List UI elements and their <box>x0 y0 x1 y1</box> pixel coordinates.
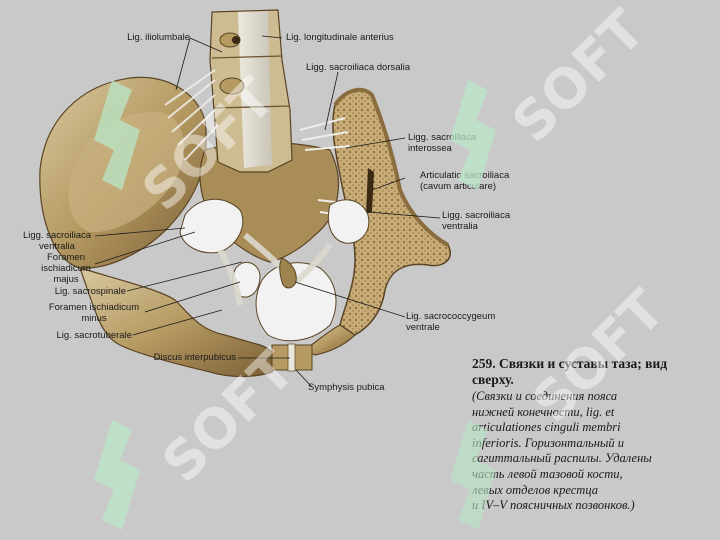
pelvic-outlet-opening <box>255 262 337 342</box>
label-lig-sacrotuberale: Lig. sacrotuberale <box>56 330 132 341</box>
discus-interpubicus-shape <box>287 343 296 372</box>
label-ligg-sacroiliaca-ventralia-right: Ligg. sacroiliaca ventralia <box>442 210 511 232</box>
watermark-logo-icon <box>450 420 496 530</box>
label-lig-iliolumbale: Lig. iliolumbale <box>127 32 190 43</box>
vertebra-divisions <box>211 55 291 109</box>
coccyx <box>279 257 297 289</box>
right-ilium-cortex <box>333 87 449 247</box>
figure-caption: 259. Связки и суставы таза; вид сверху. … <box>472 356 720 514</box>
caption-title: 259. Связки и суставы таза; вид сверху. <box>472 356 668 387</box>
leader-lines <box>94 35 441 388</box>
pelvic-inlet-right-opening <box>327 199 370 244</box>
label-foramen-ischiadicum-minus: Foramen ischiadicum minus <box>48 302 140 324</box>
watermark-logo-icon <box>450 80 496 190</box>
label-foramen-ischiadicum-majus: Foramen ischiadicum majus <box>41 252 91 285</box>
caption-body: (Связки и соединения пояса нижней конечн… <box>472 389 652 513</box>
label-lig-sacrococcygeum-ventrale: Lig. sacrococcygeum ventrale <box>406 311 496 333</box>
label-discus-interpubicus: Discus interpubicus <box>153 352 236 363</box>
label-lig-longitudinale-anterius: Lig. longitudinale anterius <box>286 32 394 43</box>
watermark-logo-icon <box>94 80 140 190</box>
label-lig-sacrospinale: Lig. sacrospinale <box>54 286 126 297</box>
foramen-ischiadicum-majus-shape <box>179 198 244 254</box>
iliolumbar-ligament-fibers <box>164 69 219 161</box>
sacroiliac-joint-cavity <box>366 168 374 214</box>
label-symphysis-pubica: Symphysis pubica <box>308 382 385 393</box>
vertebral-foramen <box>232 36 240 44</box>
label-ligg-sacroiliaca-ventralia-left: Ligg. sacroiliaca ventralia <box>22 230 92 252</box>
watermark-logo-icon <box>94 420 140 530</box>
longitudinal-ligament-strip <box>238 11 272 168</box>
label-ligg-sacroiliaca-dorsalia: Ligg. sacroiliaca dorsalia <box>306 62 411 73</box>
